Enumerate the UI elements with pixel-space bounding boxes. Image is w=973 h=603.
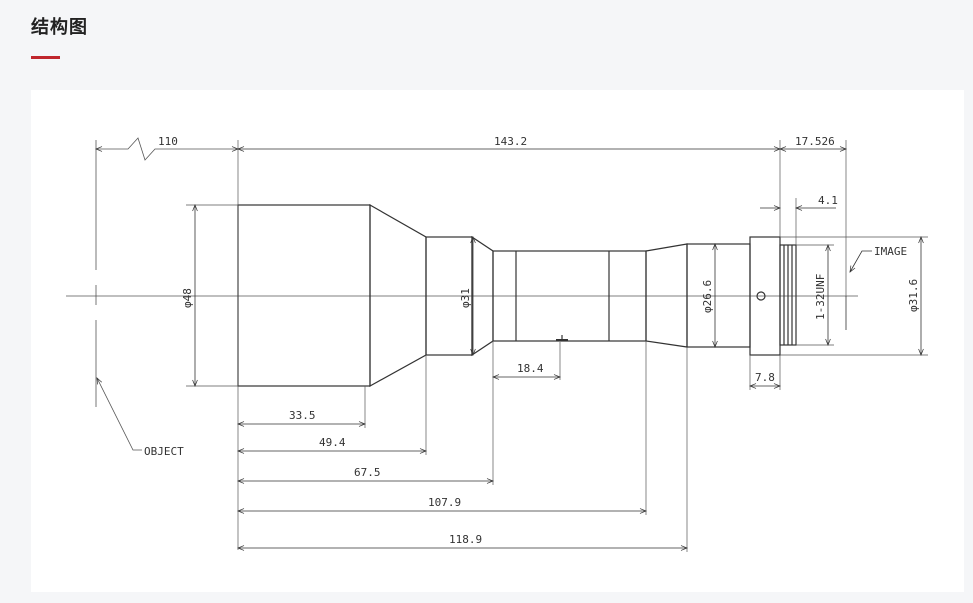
- object-label: OBJECT: [144, 445, 184, 458]
- dim-7-8: 7.8: [755, 371, 775, 384]
- lens-structure-drawing: OBJECT: [66, 135, 928, 552]
- dim-118-9: 118.9: [449, 533, 482, 546]
- dim-thread: 1-32UNF: [814, 274, 827, 320]
- extension-lines: [186, 140, 928, 552]
- dim-33-5: 33.5: [289, 409, 316, 422]
- dim-107-9: 107.9: [428, 496, 461, 509]
- image-label: IMAGE: [874, 245, 907, 258]
- dim-143-2: 143.2: [494, 135, 527, 148]
- dim-67-5: 67.5: [354, 466, 381, 479]
- title-underline: [31, 56, 60, 59]
- dim-17-526: 17.526: [795, 135, 835, 148]
- dim-phi31: φ31: [459, 288, 472, 308]
- object-plane: [95, 137, 239, 451]
- dim-4-1: 4.1: [818, 194, 838, 207]
- dimension-lines: [192, 146, 924, 551]
- dim-phi26-6: φ26.6: [701, 280, 714, 313]
- dim-49-4: 49.4: [319, 436, 346, 449]
- dimension-texts: 110 143.2 17.526 4.1 IMAGE 33.5 49.4 67.…: [158, 135, 920, 546]
- dim-phi31-6: φ31.6: [907, 279, 920, 312]
- dim-110: 110: [158, 135, 178, 148]
- dim-18-4: 18.4: [517, 362, 544, 375]
- dim-phi48: φ48: [181, 288, 194, 308]
- section-title: 结构图: [31, 17, 88, 38]
- drawing-panel: OBJECT: [31, 90, 964, 592]
